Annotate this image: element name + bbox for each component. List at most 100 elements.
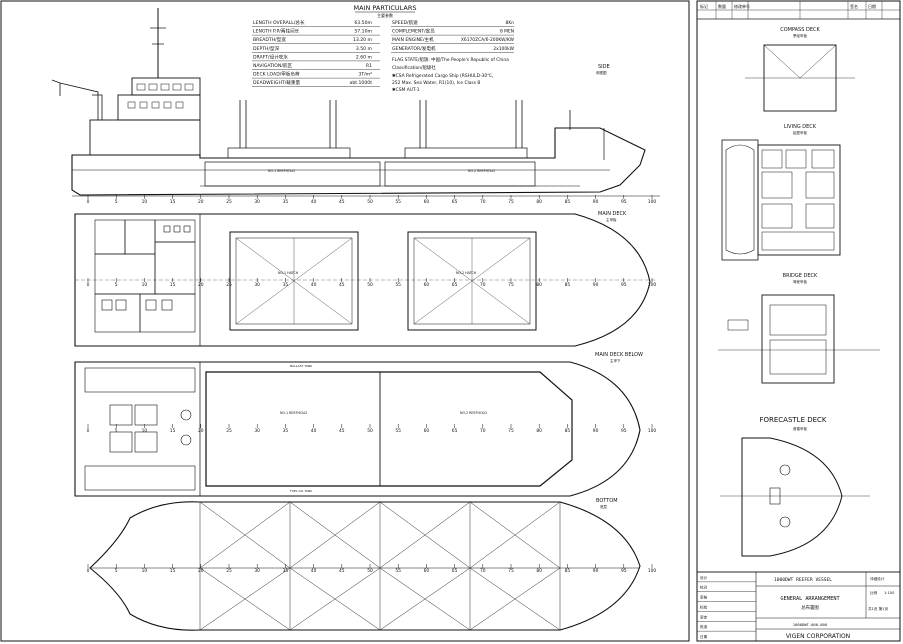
frame-label: 60	[424, 568, 430, 574]
side-hull-outline	[71, 127, 646, 196]
below-hold-2-label: NO.2 REEFHOLD	[460, 411, 487, 415]
frame-label: 15	[170, 199, 176, 205]
frame-label: 90	[593, 199, 599, 205]
main-deck-subtitle: 主甲板	[606, 217, 617, 222]
below-engine-room	[84, 367, 196, 491]
title-scale: 1:100	[884, 591, 895, 595]
below-hold-1-label: NO.1 REEFHOLD	[280, 411, 307, 415]
main-deck-below-hull	[74, 361, 641, 497]
frame-label: 10	[142, 282, 148, 288]
bottom-title: BOTTOM	[596, 498, 618, 504]
frame-label: 5	[115, 568, 118, 574]
below-hold-outline	[205, 371, 573, 487]
frame-label: 25	[226, 428, 232, 434]
frame-label: 25	[226, 568, 232, 574]
frame-label: 65	[452, 428, 458, 434]
revision-table: 标记 数量 修改单号 签名 日期	[696, 0, 901, 20]
frame-label: 55	[395, 282, 401, 288]
side-superstructure-lower	[89, 119, 201, 156]
rev-header-3: 签名	[850, 3, 858, 9]
main-deck-hatch-1-label: NO.1 HATCH	[278, 271, 299, 275]
bridge-deck-subtitle: 驾驶甲板	[793, 279, 807, 284]
frame-label: 45	[339, 199, 345, 205]
particulars-right-label: GENERATOR/发电机	[392, 45, 436, 52]
main-drawing-frame	[0, 0, 690, 642]
bottom-hull	[89, 501, 641, 631]
frame-label: 55	[395, 428, 401, 434]
title-drawing-number: 1000DWT-000-000	[793, 622, 828, 627]
particulars-right-label: COMPLEMENT/定员	[392, 28, 435, 35]
frame-label: 90	[593, 282, 599, 288]
frame-label: 75	[508, 428, 514, 434]
frame-label: 30	[254, 282, 260, 288]
main-deck-below-title: MAIN DECK BELOW	[595, 352, 643, 358]
rev-header-1: 数量	[718, 3, 726, 9]
particulars-row-value: 3.50 m	[356, 46, 373, 52]
particulars-title: MAIN PARTICULARS	[354, 4, 417, 12]
main-deck-hatch-2-label: NO.2 HATCH	[456, 271, 477, 275]
title-stage: 详细设计	[870, 576, 885, 581]
frame-label: 80	[536, 428, 542, 434]
particulars-row-label: BREADTH/型宽	[253, 36, 286, 43]
frame-label: 80	[536, 199, 542, 205]
frame-label: 35	[283, 199, 289, 205]
frame-label: 15	[170, 428, 176, 434]
frame-label: 65	[452, 199, 458, 205]
main-deck-hull	[74, 213, 651, 347]
rev-header-2: 修改单号	[734, 3, 750, 9]
frame-label: 80	[536, 282, 542, 288]
frame-label: 25	[226, 282, 232, 288]
frame-label: 20	[198, 568, 204, 574]
particulars-right-label: SPEED/航速	[392, 19, 418, 26]
particulars-row-value: 3T/m²	[358, 72, 372, 78]
title-drawing-title-cn: 总布置图	[801, 604, 819, 611]
particulars-row-value: 63.50m	[354, 20, 372, 26]
below-fuel-label: FUEL OIL TANK	[290, 489, 313, 493]
particulars-row-label: DRAFT/设计吃水	[253, 53, 288, 60]
frame-label: 60	[424, 199, 430, 205]
frame-label: 25	[226, 199, 232, 205]
side-wheelhouse	[131, 77, 201, 96]
frame-label: 15	[170, 568, 176, 574]
side-hatch-coaming-2	[404, 147, 528, 159]
frame-label: 0	[87, 282, 90, 288]
title-scale-label: 比例	[870, 590, 878, 595]
particulars-row-value: R1	[366, 63, 372, 69]
frame-label: 40	[311, 428, 317, 434]
right-panel-frame	[696, 0, 901, 642]
frame-label: 10	[142, 568, 148, 574]
side-hatch-coaming-1	[227, 147, 351, 159]
frame-label: 5	[115, 199, 118, 205]
compass-deck-subtitle: 罗经甲板	[793, 33, 807, 38]
frame-label: 15	[170, 282, 176, 288]
title-company: VIGEN CORPORATION	[786, 633, 850, 640]
particulars-right-value: 8Kn	[506, 20, 515, 26]
frame-label: 45	[339, 428, 345, 434]
forecastle-deck-plan: FORECASTLE DECK 首楼甲板	[720, 416, 870, 557]
frame-label: 55	[395, 199, 401, 205]
particulars-row-label: LENGTH P.P/两柱间长	[253, 28, 300, 35]
frame-label: 0	[87, 199, 90, 205]
title-drawing-title: GENERAL ARRANGEMENT	[780, 596, 839, 602]
side-view-title: SIDE	[598, 64, 610, 70]
frame-label: 60	[424, 282, 430, 288]
side-view-subtitle: 侧视图	[596, 70, 607, 75]
particulars-right-label: MAIN ENGINE/主机	[392, 36, 434, 43]
frame-label: 95	[621, 568, 627, 574]
living-deck-subtitle: 起居甲板	[793, 130, 807, 135]
particulars-row-label: DEPTH/型深	[253, 45, 280, 52]
frame-label: 90	[593, 428, 599, 434]
title-row-label: 设计	[700, 575, 708, 580]
frame-label: 30	[254, 568, 260, 574]
frame-label: 50	[367, 568, 373, 574]
frame-label: 35	[283, 568, 289, 574]
particulars-right-value: X6170ZCA/6-200KW/KW	[461, 37, 515, 43]
side-cargo-posts	[239, 100, 523, 148]
frame-label: 70	[480, 568, 486, 574]
frame-label: 90	[593, 568, 599, 574]
particulars-row-label: LENGTH OVERALL/总长	[253, 19, 305, 26]
living-deck-title: LIVING DECK	[784, 124, 817, 130]
main-deck-hatch-1	[229, 231, 359, 331]
